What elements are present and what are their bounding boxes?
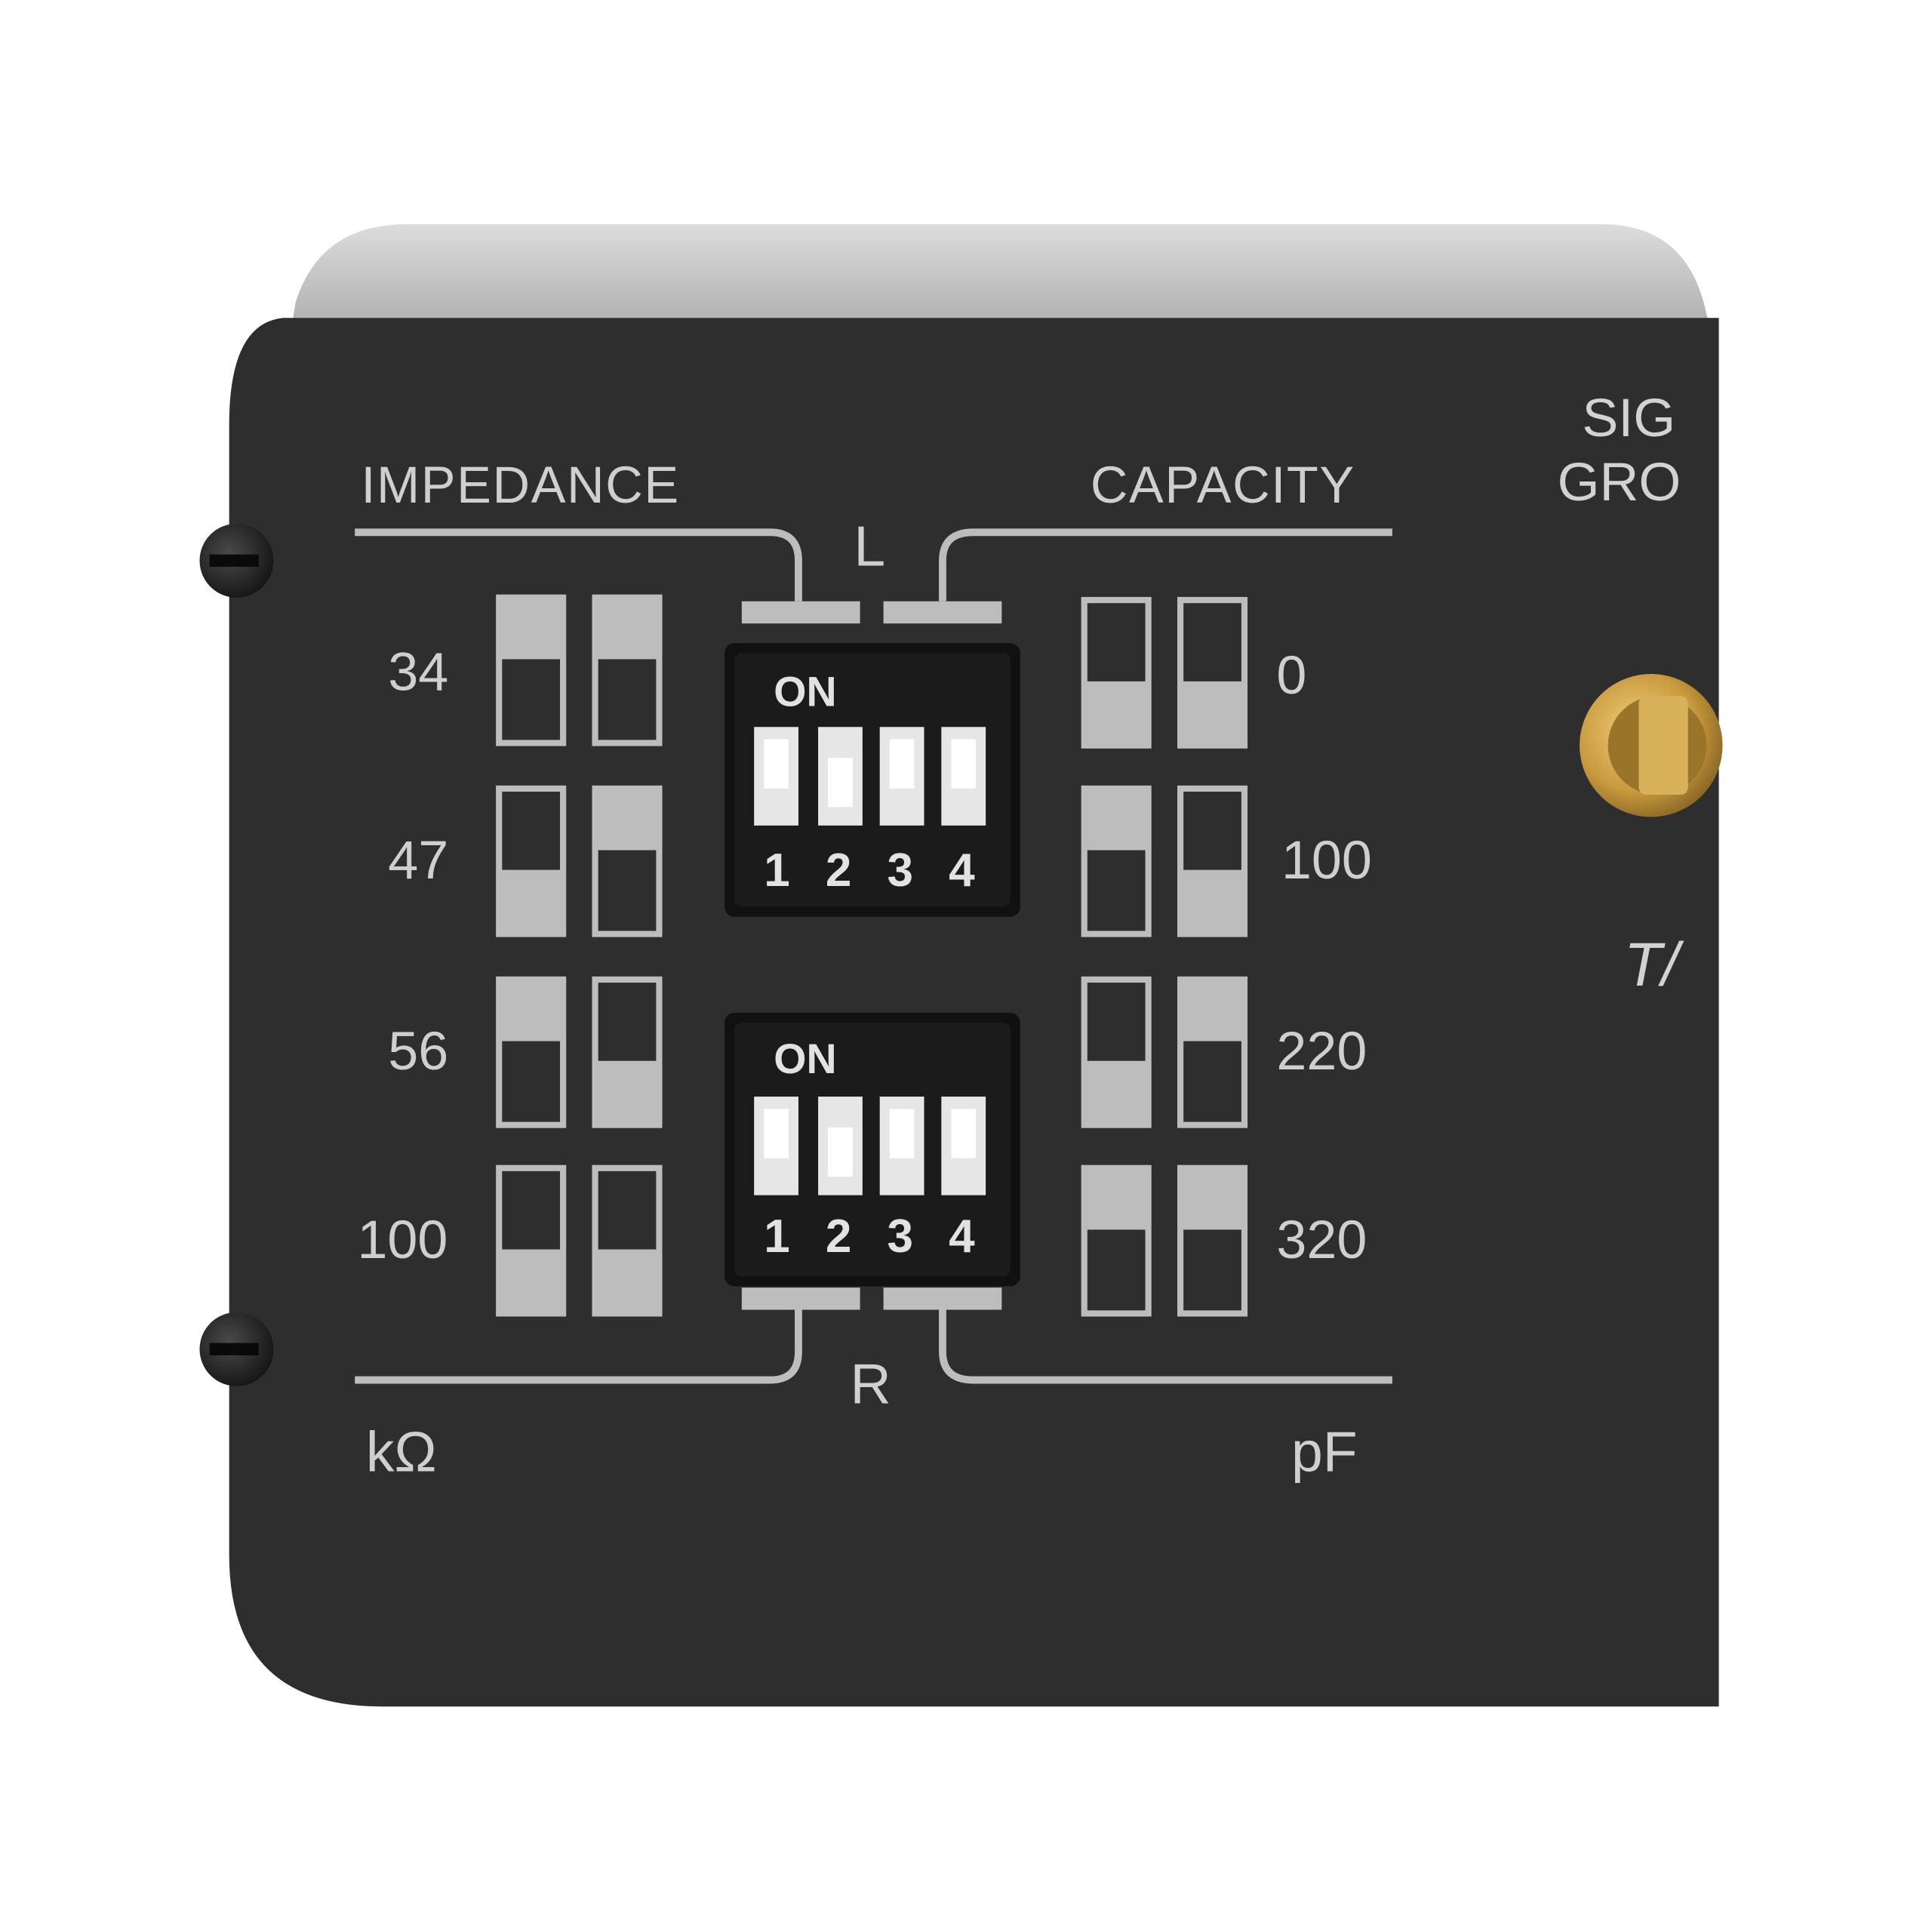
capacity-diagram-100 xyxy=(1081,785,1248,937)
capacity-bracket xyxy=(939,528,1392,601)
ground-terminal-icon xyxy=(1580,674,1723,817)
impedance-value: 47 xyxy=(388,830,449,891)
dip-number: 4 xyxy=(949,845,975,897)
impedance-bracket xyxy=(355,528,802,601)
dip-number: 2 xyxy=(825,845,852,897)
screw-icon xyxy=(199,1312,274,1386)
dip-number: 3 xyxy=(887,845,914,897)
capacity-diagram-0 xyxy=(1081,597,1248,749)
signal-ground-label: SIG xyxy=(1582,388,1676,449)
silver-housing xyxy=(289,224,1713,339)
dip-number: 2 xyxy=(825,1211,852,1263)
signal-ground-clip: SIG GRO T/ xyxy=(1527,382,1712,1048)
capacity-value: 220 xyxy=(1276,1021,1367,1082)
impedance-diagram-47 xyxy=(496,785,663,937)
partial-mark: T/ xyxy=(1623,930,1679,1000)
dip-number: 3 xyxy=(887,1211,914,1263)
black-panel xyxy=(229,318,1719,1707)
right-channel-label: R xyxy=(850,1352,891,1416)
impedance-diagram-56 xyxy=(496,976,663,1128)
impedance-diagram-34 xyxy=(496,594,663,746)
dip-number: 4 xyxy=(949,1211,975,1263)
dip-switch-right[interactable] xyxy=(724,1013,1020,1287)
left-channel-label: L xyxy=(854,513,886,578)
dip-on-label: ON xyxy=(774,1036,837,1084)
impedance-value: 56 xyxy=(388,1021,449,1082)
capacity-diagram-220 xyxy=(1081,976,1248,1128)
signal-ground-label: GRO xyxy=(1557,452,1681,513)
impedance-bracket-bottom xyxy=(355,1308,802,1384)
impedance-diagram-100 xyxy=(496,1164,663,1317)
dip-number: 1 xyxy=(764,1211,790,1263)
capacity-bracket-bottom xyxy=(939,1308,1392,1384)
dip-switch-left[interactable] xyxy=(724,643,1020,917)
impedance-title: IMPEDANCE xyxy=(361,456,680,514)
impedance-value: 34 xyxy=(388,641,449,703)
capacity-value: 320 xyxy=(1276,1210,1367,1271)
impedance-value: 100 xyxy=(357,1210,448,1271)
dip-on-label: ON xyxy=(774,669,837,716)
capacity-diagram-320 xyxy=(1081,1164,1248,1317)
capacity-title: CAPACITY xyxy=(1090,456,1355,514)
capacity-unit: pF xyxy=(1291,1419,1358,1484)
capacity-value: 0 xyxy=(1276,645,1307,706)
capacity-value: 100 xyxy=(1281,830,1372,891)
screw-icon xyxy=(199,523,274,598)
impedance-unit: kΩ xyxy=(365,1419,437,1484)
dip-number: 1 xyxy=(764,845,790,897)
